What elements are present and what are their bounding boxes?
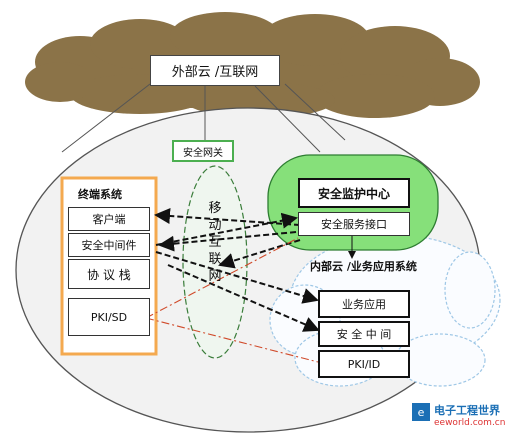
watermark-en: eeworld.com.cn	[434, 418, 506, 428]
watermark-cn: 电子工程世界	[434, 404, 500, 417]
uplink-lines	[61, 83, 346, 153]
trust-lines	[145, 237, 319, 363]
external-label: 外部云 /互联网	[171, 65, 259, 80]
internal-title: 内部云 /业务应用系统	[310, 260, 417, 273]
svg-text:e: e	[418, 406, 425, 419]
monitor-interface-box: 安全服务接口	[298, 212, 410, 236]
gateway-label: 安全网关	[183, 147, 223, 159]
mobile-internet-ellipse	[182, 165, 248, 359]
internal-item-security-middleware: 安 全 中 间	[318, 321, 410, 347]
gateway-box: 安全网关	[172, 140, 234, 162]
terminal-item-protocol-stack: 协 议 栈	[68, 259, 150, 289]
terminal-item-client: 客户端	[68, 207, 150, 231]
secure-channel-arrows	[154, 207, 320, 332]
terminal-item-pki-sd: PKI/SD	[68, 298, 150, 336]
monitor-title-box: 安全监护中心	[298, 178, 410, 208]
terminal-item-middleware: 安全中间件	[68, 233, 150, 257]
watermark-logo: e	[412, 403, 430, 421]
external-cloud	[25, 12, 480, 118]
external-box: 外部云 /互联网	[150, 55, 280, 86]
internal-item-business-app: 业务应用	[318, 290, 410, 318]
internal-item-pki-id: PKI/ID	[318, 350, 410, 378]
mobile-internet-label: 移动互联网	[208, 201, 222, 284]
terminal-title: 终端系统	[78, 188, 122, 201]
